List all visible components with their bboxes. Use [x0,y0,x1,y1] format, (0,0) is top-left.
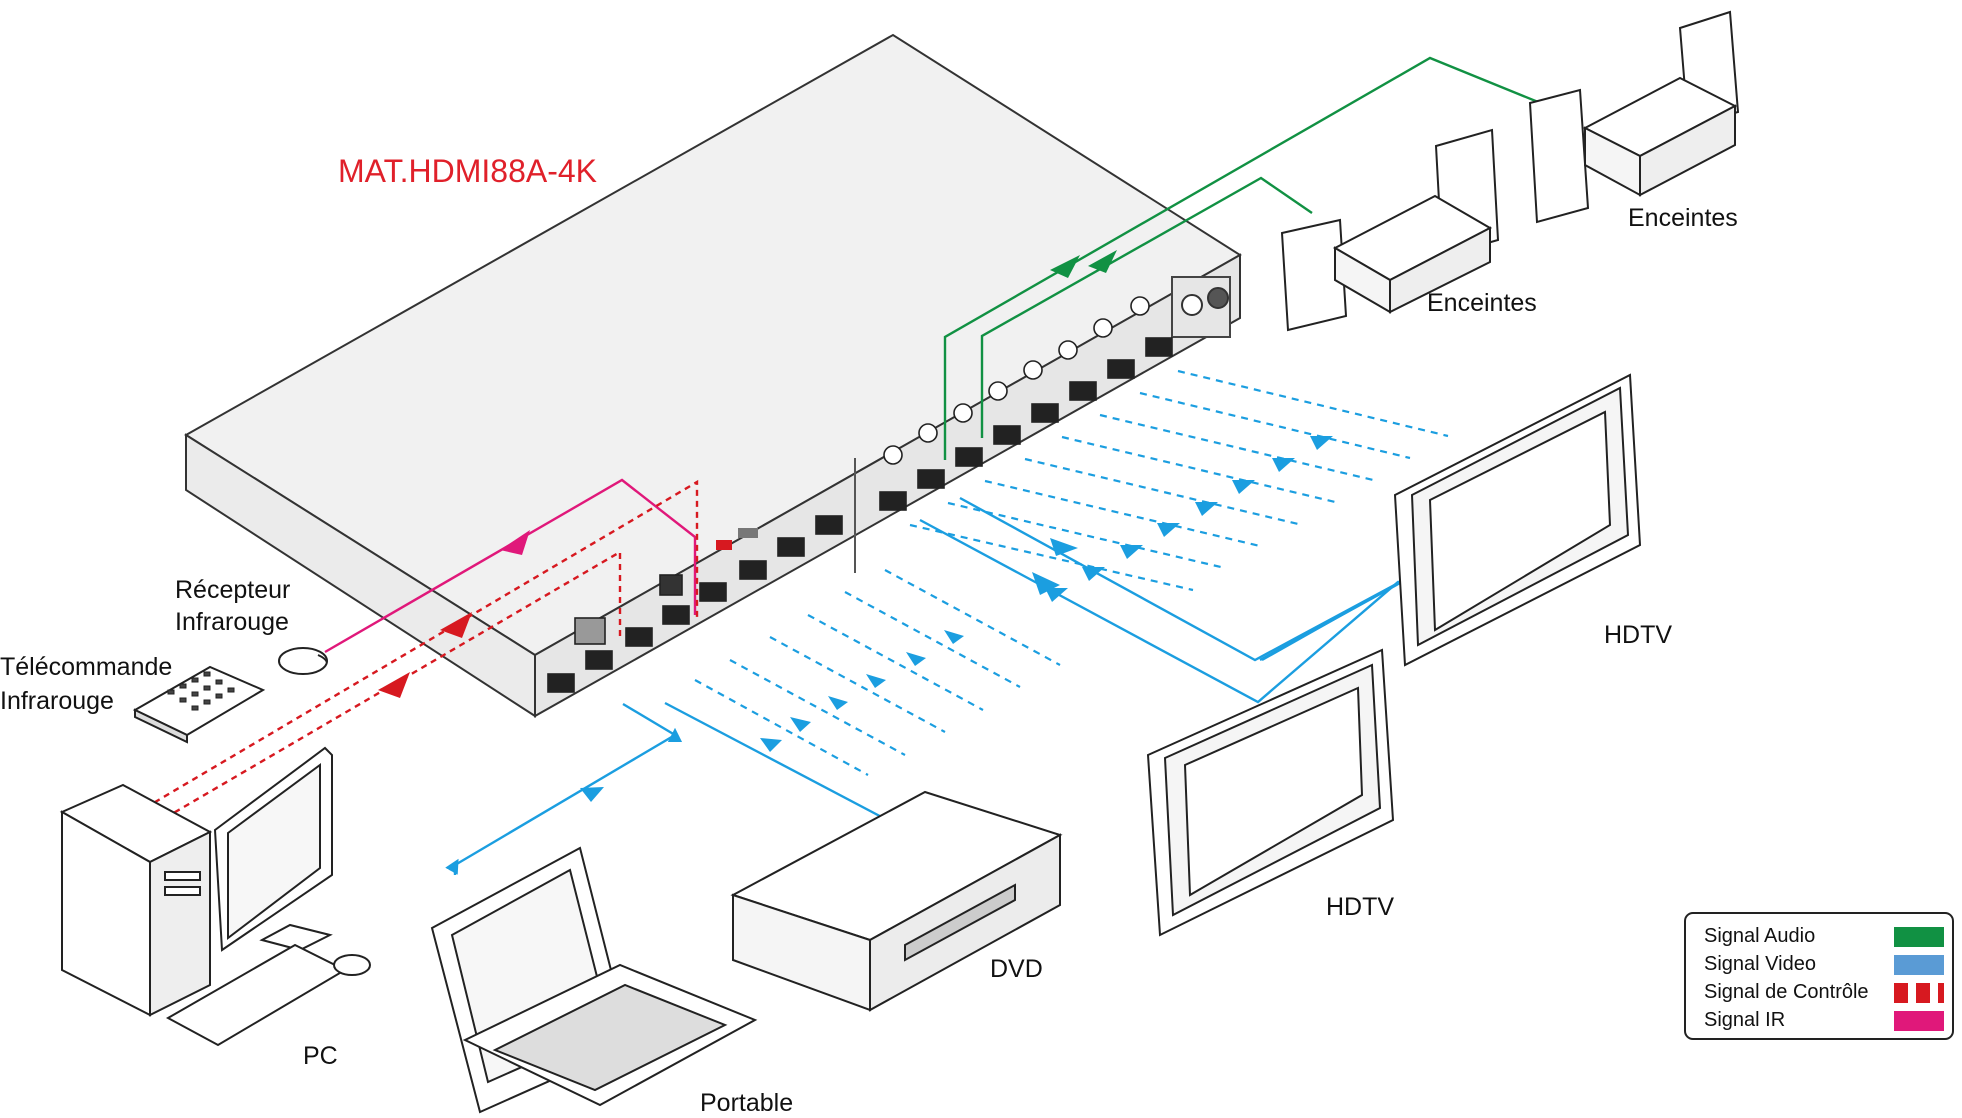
device-title: MAT.HDMI88A-4K [338,153,598,189]
hdmi-ports [547,296,1173,693]
label-hdtv-2: HDTV [1326,893,1395,921]
power-jack-icon [1181,294,1203,316]
dvd-player-icon [730,790,1063,1012]
video-output-dashed [909,369,1449,592]
ir-arrowhead [500,530,530,555]
legend-row-control: Signal de Contrôle [1704,979,1944,1005]
label-enceintes-2: Enceintes [1628,204,1738,232]
legend-swatch-audio [1894,927,1944,947]
control-lines [144,479,699,820]
ir-line [324,478,697,654]
label-hdtv-1: HDTV [1604,621,1673,649]
legend-label: Signal de Contrôle [1704,981,1869,1003]
ir-receiver-icon [278,647,328,675]
speakers-2-icon [1528,10,1740,224]
speakers-1-icon [1280,128,1500,332]
legend: Signal Audio Signal Video Signal de Cont… [1684,912,1954,1040]
label-recepteur-infrarouge: Récepteur Infrarouge [175,576,291,636]
video-arrowheads [580,436,1333,802]
legend-label: Signal IR [1704,1009,1786,1031]
audio-lines [943,56,1544,460]
audio-arrowheads [1050,250,1117,278]
label-telecommande-infrarouge: Télécommande Infrarouge [0,653,173,715]
legend-row-video: Signal Video [1704,951,1944,977]
label-pc: PC [303,1042,338,1070]
label-portable: Portable [700,1089,794,1117]
video-input-dashed [694,569,1061,776]
legend-swatch-ir [1894,1011,1944,1031]
video-input-lines [445,701,894,875]
legend-label: Signal Video [1704,953,1816,975]
hdtv-1-icon [1393,373,1642,667]
legend-swatch-video [1894,955,1944,975]
laptop-icon [430,846,758,1114]
control-arrowheads [378,612,472,698]
hdtv-2-icon [1146,648,1395,937]
pc-icon [59,746,371,1047]
legend-swatch-control [1894,983,1944,1003]
label-enceintes-1: Enceintes [1427,289,1537,317]
legend-row-ir: Signal IR [1704,1007,1944,1033]
label-dvd: DVD [990,955,1043,983]
legend-row-audio: Signal Audio [1704,923,1944,949]
ir-remote-icon [132,665,266,744]
legend-label: Signal Audio [1704,925,1816,947]
matrix-switch [184,33,1242,718]
